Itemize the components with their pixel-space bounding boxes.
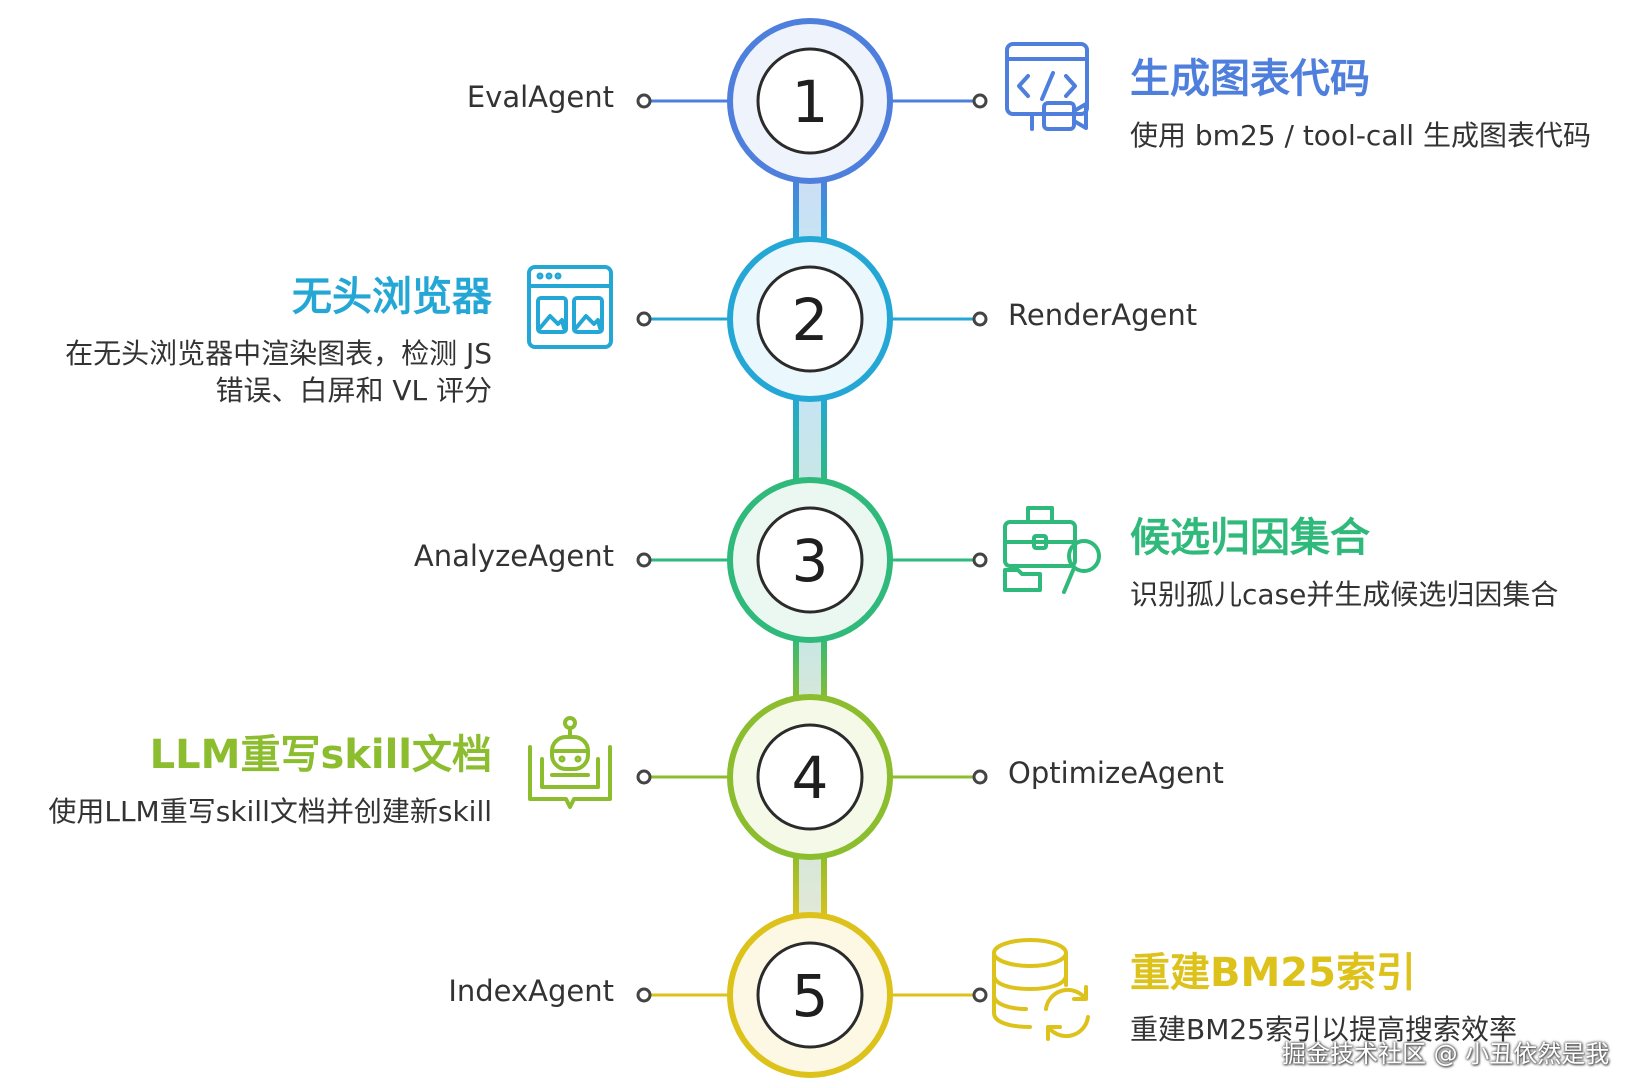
connector-dot	[972, 987, 988, 1003]
step-description: 在无头浏览器中渲染图表，检测 JS	[65, 337, 492, 370]
briefcase-search-icon	[1003, 506, 1101, 594]
spine-segment-inner	[799, 851, 821, 921]
connector-dot	[636, 769, 652, 785]
browser-window-icon	[527, 265, 613, 349]
step-inner-ring	[756, 506, 864, 614]
step-number: 3	[792, 527, 829, 595]
step-description: 识别孤儿case并生成候选归因集合	[1130, 578, 1559, 611]
step-description: 重建BM25索引以提高搜索效率	[1130, 1013, 1517, 1046]
step-inner-ring	[756, 941, 864, 1049]
step-description: 使用 bm25 / tool-call 生成图表代码	[1130, 119, 1591, 152]
step-description: 使用LLM重写skill文档并创建新skill	[48, 795, 492, 828]
step-number: 2	[792, 286, 829, 354]
agent-label: RenderAgent	[1008, 298, 1198, 332]
connector-dot	[636, 552, 652, 568]
step-title: LLM重写skill文档	[149, 732, 492, 778]
agent-label: AnalyzeAgent	[413, 539, 614, 573]
spine-segment-inner	[799, 393, 821, 486]
connector-dot	[636, 93, 652, 109]
agent-label: OptimizeAgent	[1008, 756, 1224, 790]
connector-dot	[636, 311, 652, 327]
watermark: 掘金技术社区 @ 小丑依然是我	[1282, 1040, 1610, 1068]
step-inner-ring	[756, 723, 864, 831]
step-title: 无头浏览器	[292, 274, 492, 320]
agent-label: IndexAgent	[448, 974, 614, 1008]
step-inner-ring	[756, 265, 864, 373]
step-description: 错误、白屏和 VL 评分	[215, 374, 492, 407]
spine-segment-inner	[799, 634, 821, 703]
step-number: 1	[792, 68, 829, 136]
connector-dot	[972, 93, 988, 109]
code-video-icon	[1005, 42, 1089, 131]
step-title: 生成图表代码	[1130, 56, 1370, 102]
database-refresh-icon	[992, 938, 1090, 1041]
step-title: 候选归因集合	[1130, 515, 1370, 561]
spine-segment-inner	[799, 175, 821, 245]
agent-label: EvalAgent	[466, 80, 614, 114]
connector-dot	[972, 311, 988, 327]
step-title: 重建BM25索引	[1130, 950, 1416, 996]
connector-dot	[972, 769, 988, 785]
connector-dot	[636, 987, 652, 1003]
step-number: 5	[792, 962, 829, 1030]
step-number: 4	[792, 744, 829, 812]
connector-dot	[972, 552, 988, 568]
step-inner-ring	[756, 47, 864, 155]
robot-book-icon	[528, 716, 612, 809]
